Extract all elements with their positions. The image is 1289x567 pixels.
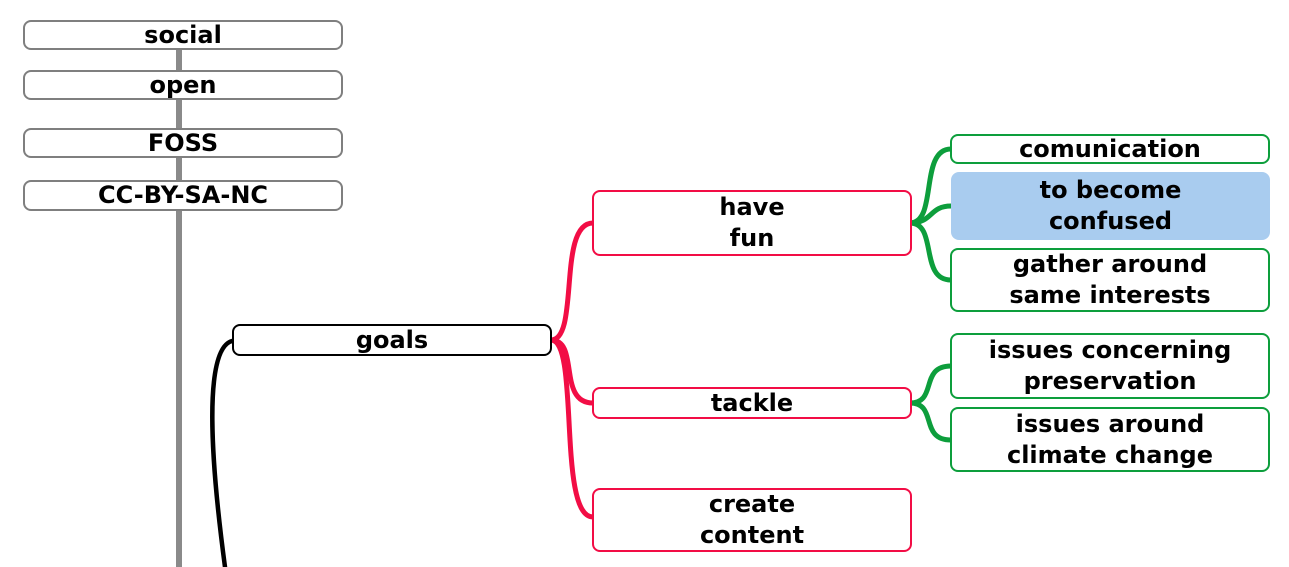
node-have-fun[interactable]: have fun xyxy=(592,190,912,256)
edge-tackle-issues-climate xyxy=(907,400,954,443)
edge-have-fun-gather-around xyxy=(907,220,954,283)
node-social-label: social xyxy=(144,20,222,49)
node-comunication-label: comunication xyxy=(1019,134,1201,163)
node-issues-concerning-preservation-label: issues concerning preservation xyxy=(988,336,1232,395)
node-open-label: open xyxy=(149,70,217,99)
node-goals[interactable]: goals xyxy=(232,324,552,356)
node-issues-concerning-preservation[interactable]: issues concerning preservation xyxy=(950,333,1270,399)
edge-goals-parent xyxy=(210,338,235,567)
edge-tackle-issues-preservation xyxy=(907,363,954,406)
edge-have-fun-to-become-confused xyxy=(907,203,954,226)
edge-goals-have-fun xyxy=(548,220,596,343)
node-tackle[interactable]: tackle xyxy=(592,387,912,419)
node-create-content[interactable]: create content xyxy=(592,488,912,552)
node-open[interactable]: open xyxy=(23,70,343,100)
node-issues-around-climate-change[interactable]: issues around climate change xyxy=(950,407,1270,472)
node-gather-around-same-interests[interactable]: gather around same interests xyxy=(950,248,1270,312)
node-to-become-confused[interactable]: to become confused xyxy=(951,172,1270,240)
node-create-content-label: create content xyxy=(699,490,805,549)
node-issues-around-climate-change-label: issues around climate change xyxy=(1006,409,1214,469)
node-goals-label: goals xyxy=(355,325,429,354)
node-foss-label: FOSS xyxy=(147,128,219,157)
node-tackle-label: tackle xyxy=(710,388,794,417)
node-foss[interactable]: FOSS xyxy=(23,128,343,158)
node-comunication[interactable]: comunication xyxy=(950,134,1270,164)
node-have-fun-label: have fun xyxy=(719,193,785,252)
node-to-become-confused-label: to become confused xyxy=(1039,176,1182,235)
edge-goals-tackle xyxy=(548,337,596,406)
node-social[interactable]: social xyxy=(23,20,343,50)
edge-goals-create-content xyxy=(548,337,596,520)
node-cc-by-sa-nc[interactable]: CC-BY-SA-NC xyxy=(23,180,343,211)
node-gather-around-same-interests-label: gather around same interests xyxy=(1009,250,1211,309)
node-cc-by-sa-nc-label: CC-BY-SA-NC xyxy=(97,181,269,209)
